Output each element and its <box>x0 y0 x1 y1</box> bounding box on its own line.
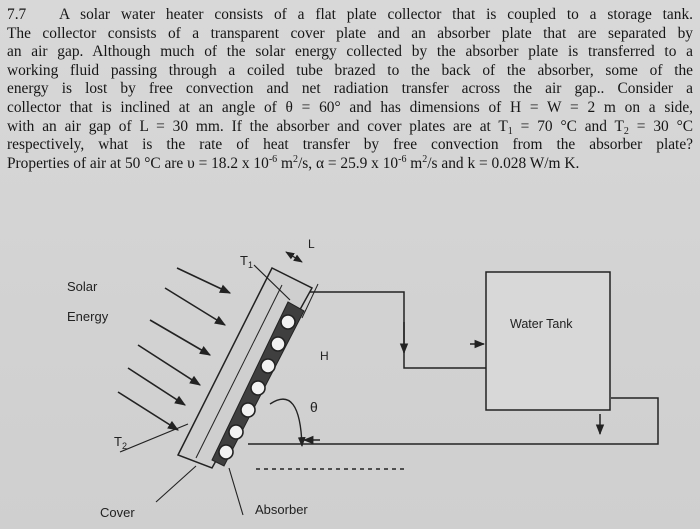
tube-circle <box>280 314 296 330</box>
h-dimension-line <box>301 283 319 319</box>
problem-line-3: an air gap. Although much of the solar e… <box>7 43 693 61</box>
tube-circle <box>240 402 256 418</box>
solar-ray <box>117 391 179 431</box>
theta-arc <box>269 398 306 447</box>
solar-energy-label-2: Energy <box>67 309 109 324</box>
cold-pipe <box>248 397 659 445</box>
cover-label: Cover <box>100 505 135 520</box>
problem-line-6: collector that is inclined at an angle o… <box>7 98 693 116</box>
solar-ray <box>176 267 232 294</box>
theta-label: θ <box>310 399 318 415</box>
tube-circle <box>218 444 234 460</box>
coiled-tube <box>218 314 296 460</box>
collector <box>176 266 314 469</box>
problem-line-2: The collector consists of a transparent … <box>7 24 693 42</box>
t2-label: T2 <box>114 434 127 451</box>
hot-pipe <box>310 291 486 369</box>
t1-leader <box>253 264 291 301</box>
problem-line-5: energy is lost by free convection and ne… <box>7 80 693 98</box>
tube-circle <box>270 336 286 352</box>
t2-leader <box>119 423 189 453</box>
problem-line-9: Properties of air at 50 °C are υ = 18.2 … <box>7 153 580 172</box>
absorber-leader <box>228 467 244 516</box>
problem-line-8: respectively, what is the rate of heat t… <box>7 136 693 154</box>
tube-circle <box>228 424 244 440</box>
l-dimension-arrow <box>285 251 303 263</box>
problem-line-4: working fluid passing through a coiled t… <box>7 61 693 79</box>
tube-circle <box>260 358 276 374</box>
problem-number: 7.7 <box>7 6 27 23</box>
solar-ray <box>164 287 226 326</box>
water-tank-label: Water Tank <box>510 317 573 331</box>
pipe-arrows <box>302 322 605 445</box>
t1-label: T1 <box>240 253 253 270</box>
solar-rays <box>117 267 232 431</box>
solar-ray <box>149 319 211 356</box>
absorber-label: Absorber <box>255 502 308 517</box>
problem-line-7: with an air gap of L = 30 mm. If the abs… <box>7 117 693 137</box>
solar-ray <box>137 344 201 386</box>
l-label: L <box>308 237 315 251</box>
solar-energy-label-1: Solar <box>67 279 98 294</box>
solar-ray <box>127 367 186 406</box>
water-tank <box>485 271 611 411</box>
cover-leader <box>155 465 197 503</box>
tube-circle <box>250 380 266 396</box>
cover-inner-line <box>195 284 283 459</box>
cover-plate <box>176 266 314 469</box>
h-label: H <box>320 349 329 363</box>
